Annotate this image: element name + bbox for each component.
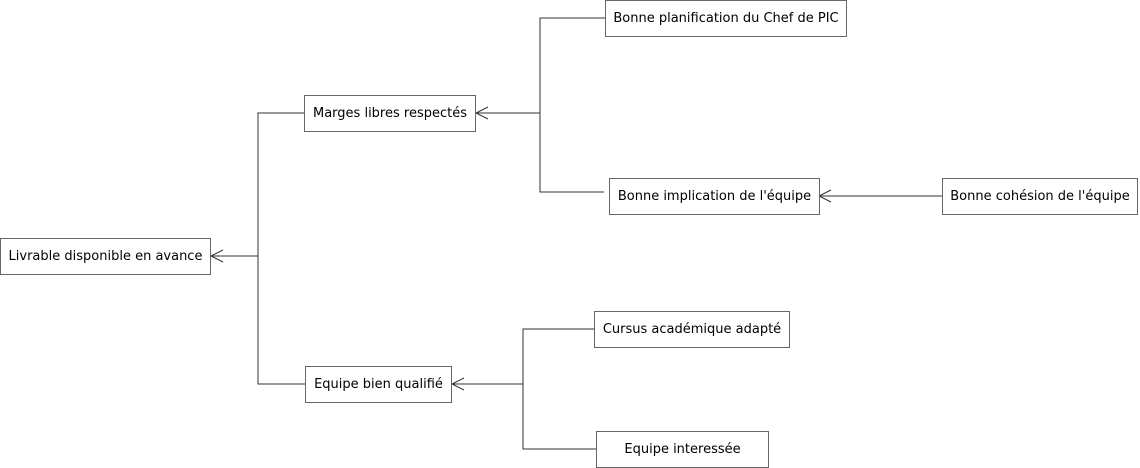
edge-marges-to-livrable [211, 112, 304, 257]
node-marges[interactable]: Marges libres respectés [304, 95, 476, 132]
edge-equipe-to-livrable [257, 256, 305, 385]
node-label: Bonne implication de l'équipe [617, 189, 812, 204]
arrowhead-equipe [450, 377, 465, 391]
node-label: Marges libres respectés [313, 106, 467, 121]
node-cohesion[interactable]: Bonne cohésion de l'équipe [942, 178, 1138, 215]
node-label: Equipe interessée [624, 442, 741, 457]
edge-implication-to-marges [539, 113, 604, 193]
node-livrable[interactable]: Livrable disponible en avance [0, 238, 211, 275]
node-cursus[interactable]: Cursus académique adapté [594, 311, 790, 348]
edge-cursus-to-equipe [452, 328, 594, 385]
node-label: Bonne planification du Chef de PIC [613, 11, 839, 26]
node-planification[interactable]: Bonne planification du Chef de PIC [605, 0, 847, 37]
node-label: Livrable disponible en avance [8, 249, 203, 264]
edge-planification-to-marges [476, 17, 605, 114]
node-equipe-qualifie[interactable]: Equipe bien qualifié [305, 366, 452, 403]
arrowhead-livrable [209, 249, 224, 263]
node-label: Equipe bien qualifié [314, 377, 443, 392]
node-interessee[interactable]: Equipe interessée [596, 431, 769, 468]
edge-interessee-to-equipe [522, 384, 596, 450]
node-label: Cursus académique adapté [602, 322, 782, 337]
node-label: Bonne cohésion de l'équipe [950, 189, 1130, 204]
arrowhead-marges [474, 106, 489, 120]
node-implication[interactable]: Bonne implication de l'équipe [609, 178, 820, 215]
